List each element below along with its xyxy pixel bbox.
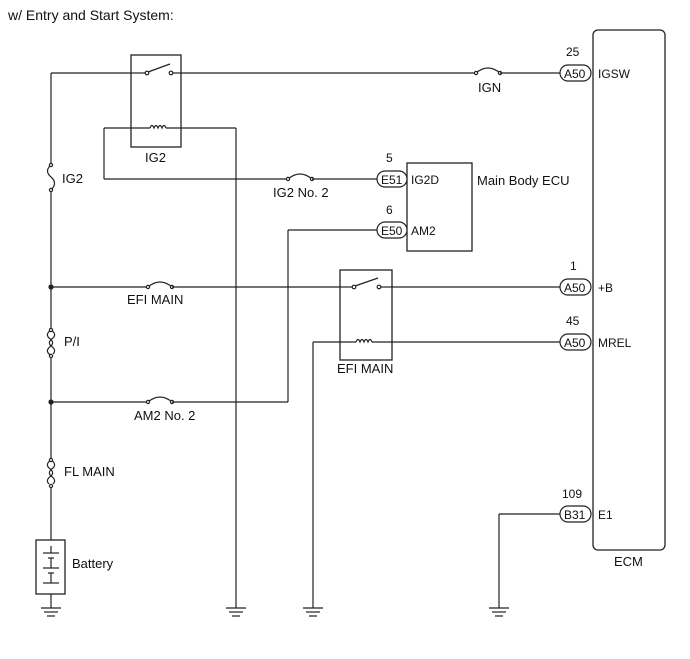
ecm-pin-e1-name: E1	[598, 508, 613, 522]
svg-text:A50: A50	[564, 67, 586, 81]
ecm-label: ECM	[614, 554, 643, 569]
fuse-efi-main-label: EFI MAIN	[127, 292, 183, 307]
fuse-fl-main	[46, 457, 56, 489]
ground-symbol	[226, 607, 246, 617]
main-body-ecu-box	[406, 162, 473, 252]
svg-text:E51: E51	[381, 173, 403, 187]
connector-e50: E50	[376, 221, 408, 239]
fuse-ign-label: IGN	[478, 80, 501, 95]
ign-line	[51, 67, 560, 76]
connector-a50-igsw: A50	[559, 64, 592, 82]
ground-symbol	[41, 607, 61, 617]
relay-efi-main-label: EFI MAIN	[337, 361, 393, 376]
battery-label: Battery	[72, 556, 114, 571]
ecm-pin-igsw-num: 25	[566, 45, 580, 59]
ecm-pin-mrel-name: MREL	[598, 336, 632, 350]
ecm-pin-e1-num: 109	[562, 487, 582, 501]
fuse-ig2-no2-label: IG2 No. 2	[273, 185, 329, 200]
svg-text:A50: A50	[564, 281, 586, 295]
fuse-fl-main-label: FL MAIN	[64, 464, 115, 479]
relay-ig2	[104, 54, 236, 148]
connector-b31-e1: B31	[559, 505, 592, 523]
relay-ig2-label: IG2	[145, 150, 166, 165]
mbecu-pin-am2-num: 6	[386, 203, 393, 217]
svg-text:A50: A50	[564, 336, 586, 350]
fuse-pi	[46, 327, 56, 359]
connector-e51: E51	[376, 170, 408, 188]
ecm-pin-igsw-name: IGSW	[598, 67, 631, 81]
fuse-ig2	[46, 162, 56, 193]
ground-symbol	[303, 607, 323, 617]
ecm-pin-mrel-num: 45	[566, 314, 580, 328]
fuse-ig2-label: IG2	[62, 171, 83, 186]
diagram-header: w/ Entry and Start System:	[7, 7, 174, 23]
fuse-pi-label: P/I	[64, 334, 80, 349]
battery-icon	[35, 539, 66, 608]
mbecu-pin-ig2d-name: IG2D	[411, 173, 439, 187]
svg-text:B31: B31	[564, 508, 586, 522]
connector-a50-b: A50	[559, 278, 592, 296]
mbecu-pin-ig2d-num: 5	[386, 151, 393, 165]
ecm-pin-b-num: 1	[570, 259, 577, 273]
svg-text:E50: E50	[381, 224, 403, 238]
mbecu-pin-am2-name: AM2	[411, 224, 436, 238]
fuse-am2-no2-label: AM2 No. 2	[134, 408, 195, 423]
ecm-box	[592, 29, 666, 551]
ecm-pin-b-name: +B	[598, 281, 613, 295]
connector-a50-mrel: A50	[559, 333, 592, 351]
ground-symbol	[489, 607, 509, 617]
relay-efi-main	[313, 269, 560, 361]
main-body-ecu-label: Main Body ECU	[477, 173, 569, 188]
